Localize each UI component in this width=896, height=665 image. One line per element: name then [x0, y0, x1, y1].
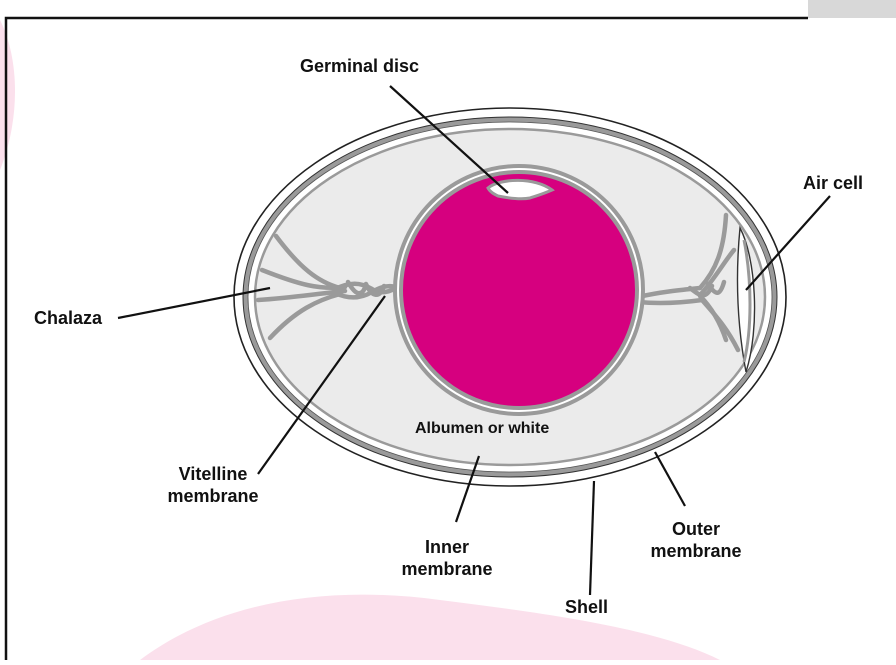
label-shell: Shell: [565, 596, 608, 618]
label-germinal-disc: Germinal disc: [300, 55, 419, 77]
top-right-corner-tab: [808, 0, 896, 18]
label-chalaza: Chalaza: [34, 307, 102, 329]
label-inner-line1: Inner: [382, 536, 512, 558]
label-outer-membrane: Outer membrane: [631, 518, 761, 562]
leader-shell: [590, 481, 594, 595]
label-vitelline-line2: membrane: [148, 485, 278, 507]
label-inner-line2: membrane: [382, 558, 512, 580]
label-vitelline-membrane: Vitelline membrane: [148, 463, 278, 507]
label-outer-line2: membrane: [631, 540, 761, 562]
label-air-cell: Air cell: [803, 172, 863, 194]
background-pink-shape-left: [0, 20, 15, 170]
background-pink-shape: [140, 595, 720, 660]
label-outer-line1: Outer: [631, 518, 761, 540]
label-vitelline-line1: Vitelline: [148, 463, 278, 485]
leader-outer-membrane: [655, 452, 685, 506]
label-inner-membrane: Inner membrane: [382, 536, 512, 580]
label-albumen: Albumen or white: [415, 418, 549, 440]
